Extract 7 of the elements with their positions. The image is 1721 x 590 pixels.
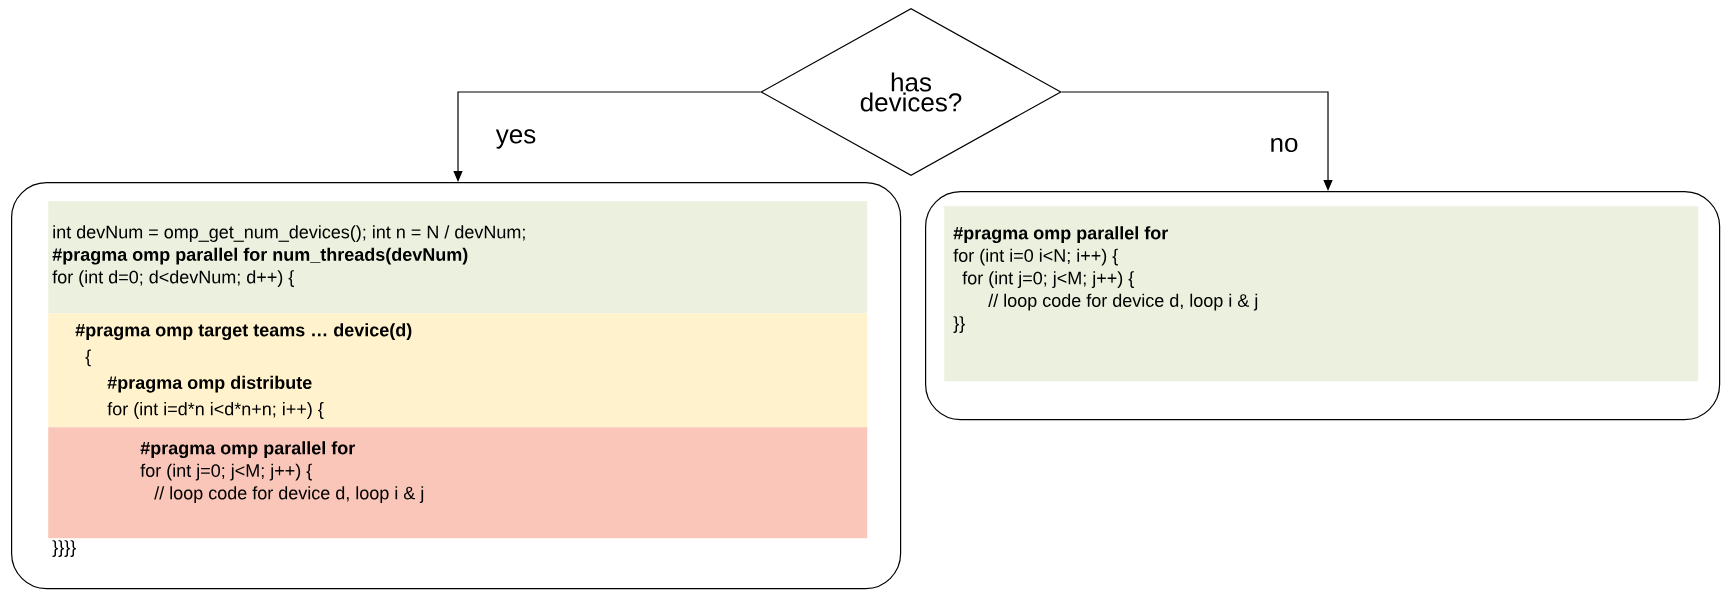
code-block: int devNum = omp_get_num_devices(); int n = N / devNum; #pragma omp parallel for num_threads(devNum) for (int d=0; d<devNum; d++) { [48,201,868,314]
code-block: #pragma omp target teams … device(d) { #pragma omp distribute for (int i=d*n i<d*n+n; i++) { [48,313,868,428]
edge-label: no [1268,136,1300,154]
edge-label: yes [494,128,538,150]
code-block: #pragma omp parallel for for (int i=0 i<N; i++) { for (int j=0; j<M; j++) { // loop code for device d, loop i & j }} [944,206,1699,382]
code-block: #pragma omp parallel for for (int j=0; j<M; j++) { // loop code for device d, loop i & j [48,427,868,539]
rounded-box [925,191,1721,421]
